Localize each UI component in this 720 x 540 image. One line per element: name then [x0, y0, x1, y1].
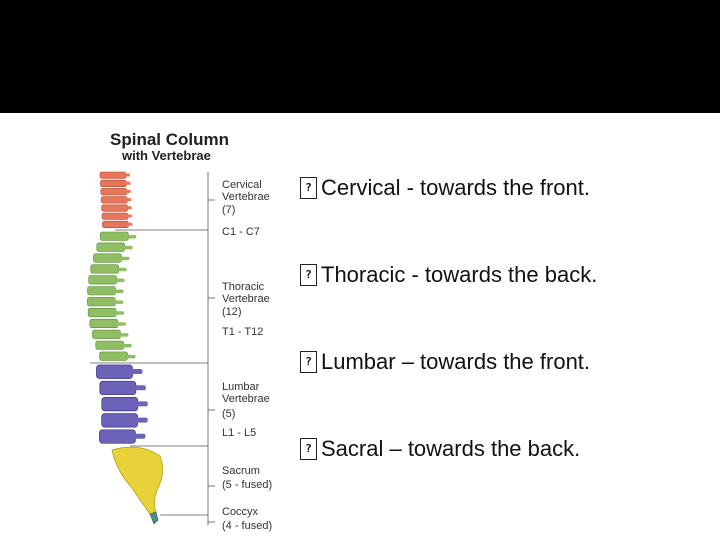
thoracic-process — [122, 245, 133, 250]
coccyx-label-0: Coccyx — [222, 506, 259, 518]
thoracic-vertebra — [87, 286, 116, 296]
lumbar-vertebra — [101, 397, 139, 412]
thoracic-vertebra — [100, 231, 129, 241]
thoracic-process — [125, 354, 136, 359]
thoracic-process — [121, 344, 132, 348]
bullet-cervical-text: Cervical - towards the front. — [321, 175, 590, 200]
thoracic-process — [113, 300, 124, 304]
missing-glyph-icon — [300, 264, 317, 286]
thoracic-label-0: Thoracic — [222, 281, 265, 293]
lumbar-process — [135, 417, 148, 423]
cervical-process — [123, 198, 132, 202]
bullet-lumbar-text: Lumbar – towards the front. — [321, 349, 591, 374]
spinal-column-svg: Spinal Column with Vertebrae Cervical Ve… — [87, 130, 272, 532]
lumbar-label-1: Vertebrae — [222, 393, 270, 405]
cervical-label-1: Vertebrae — [222, 191, 270, 203]
lumbar-process — [135, 401, 148, 407]
cervical-process — [122, 181, 131, 185]
cervical-process — [124, 222, 133, 226]
bullet-thoracic-text: Thoracic - towards the back. — [321, 262, 598, 287]
lumbar-vertebra — [96, 364, 133, 379]
cervical-label-0: Cervical — [222, 179, 262, 191]
coccyx-shape — [149, 511, 159, 525]
region-brackets — [90, 172, 215, 525]
lumbar-process — [133, 433, 146, 439]
bullet-lumbar: Lumbar – towards the front. — [300, 342, 590, 382]
sacrum-label-0: Sacrum — [222, 465, 260, 477]
missing-glyph-icon — [300, 438, 317, 460]
sacrum-shape — [111, 446, 163, 515]
cervical-process — [124, 214, 133, 218]
thoracic-process — [114, 311, 125, 315]
lumbar-label-2: (5) — [222, 408, 235, 420]
title-band — [0, 0, 720, 113]
missing-glyph-icon — [300, 177, 317, 199]
thoracic-vertebra — [88, 275, 118, 285]
spinal-column-diagram: Spinal Column with Vertebrae Cervical Ve… — [70, 120, 310, 540]
thoracic-labels: Thoracic Vertebrae (12) T1 - T12 — [222, 281, 270, 338]
bullet-thoracic: Thoracic - towards the back. — [300, 255, 597, 295]
thoracic-process — [114, 278, 125, 283]
bullet-sacral: Sacral – towards the back. — [300, 429, 580, 469]
lumbar-vertebra — [99, 429, 136, 444]
cervical-label-3: C1 - C7 — [222, 226, 260, 238]
lumbar-vertebra — [101, 413, 138, 428]
lumbar-label-0: Lumbar — [222, 381, 260, 393]
thoracic-process — [119, 256, 130, 261]
lumbar-process — [133, 385, 146, 391]
lumbar-vertebra — [99, 380, 137, 396]
thoracic-label-1: Vertebrae — [222, 293, 270, 305]
thoracic-label-2: (12) — [222, 306, 242, 318]
diagram-title-line1: Spinal Column — [110, 130, 229, 149]
thoracic-vertebra — [99, 351, 128, 361]
lumbar-process — [130, 369, 143, 374]
thoracic-vertebra — [96, 242, 126, 252]
thoracic-vertebra — [90, 264, 120, 274]
thoracic-process — [115, 322, 126, 326]
cervical-process — [123, 206, 132, 210]
thoracic-process — [116, 267, 127, 272]
diagram-title-line2: with Vertebrae — [121, 148, 211, 163]
thoracic-vertebra — [93, 253, 122, 263]
thoracic-label-3: T1 - T12 — [222, 326, 263, 338]
thoracic-process — [118, 333, 129, 337]
thoracic-process — [126, 235, 137, 239]
sacrum-label-1: (5 - fused) — [222, 479, 272, 491]
lumbar-labels: Lumbar Vertebrae (5) L1 - L5 — [222, 381, 270, 439]
bullet-sacral-text: Sacral – towards the back. — [321, 436, 581, 461]
cervical-labels: Cervical Vertebrae (7) C1 - C7 — [222, 179, 270, 238]
thoracic-process — [113, 289, 124, 293]
sacrum-labels: Sacrum (5 - fused) — [222, 465, 272, 491]
lumbar-label-3: L1 - L5 — [222, 427, 256, 439]
thoracic-vertebra — [87, 308, 117, 318]
missing-glyph-icon — [300, 351, 317, 373]
thoracic-vertebra — [87, 297, 116, 307]
cervical-process — [122, 173, 130, 177]
vertebrae-group — [87, 171, 163, 525]
coccyx-label-1: (4 - fused) — [222, 520, 272, 532]
thoracic-vertebra — [95, 340, 125, 350]
cervical-process — [122, 189, 131, 193]
cervical-label-2: (7) — [222, 204, 235, 216]
coccyx-labels: Coccyx (4 - fused) — [222, 506, 272, 532]
thoracic-vertebra — [92, 329, 121, 339]
thoracic-vertebra — [89, 318, 119, 328]
bullet-cervical: Cervical - towards the front. — [300, 168, 590, 208]
